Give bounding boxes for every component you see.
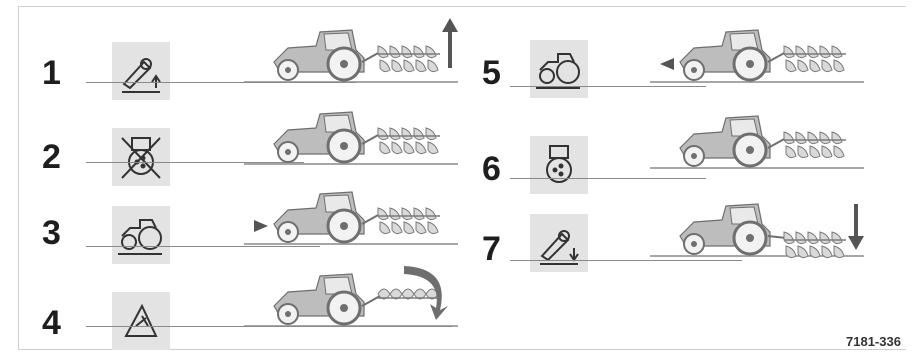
- step-1-tractor-scene: [244, 10, 458, 90]
- plough-lower-icon: [530, 214, 588, 272]
- step-6-tractor-scene: [650, 96, 864, 168]
- step-6-number: 6: [482, 152, 501, 186]
- plough-rotate-icon: [112, 292, 170, 350]
- step-5-tractor-scene: [650, 10, 864, 82]
- step-1-number: 1: [42, 56, 61, 90]
- step-2-tractor-scene: [244, 92, 458, 164]
- step-6-leader-line: [510, 178, 706, 179]
- step-3-number: 3: [42, 216, 61, 250]
- step-7-tractor-scene: [650, 184, 864, 264]
- step-4-number: 4: [42, 306, 61, 340]
- figure-reference-code: 7181-336: [846, 334, 901, 349]
- plough-raise-icon: [112, 42, 170, 100]
- tractor-reverse-icon: [530, 40, 588, 98]
- step-4-tractor-scene: [244, 254, 458, 334]
- pto-disengage-icon: [112, 128, 170, 186]
- step-2-number: 2: [42, 140, 61, 174]
- pto-engage-icon: [530, 136, 588, 194]
- step-3-tractor-scene: [244, 172, 458, 244]
- step-5-number: 5: [482, 56, 501, 90]
- step-7-number: 7: [482, 232, 501, 266]
- tractor-forward-icon: [112, 206, 170, 264]
